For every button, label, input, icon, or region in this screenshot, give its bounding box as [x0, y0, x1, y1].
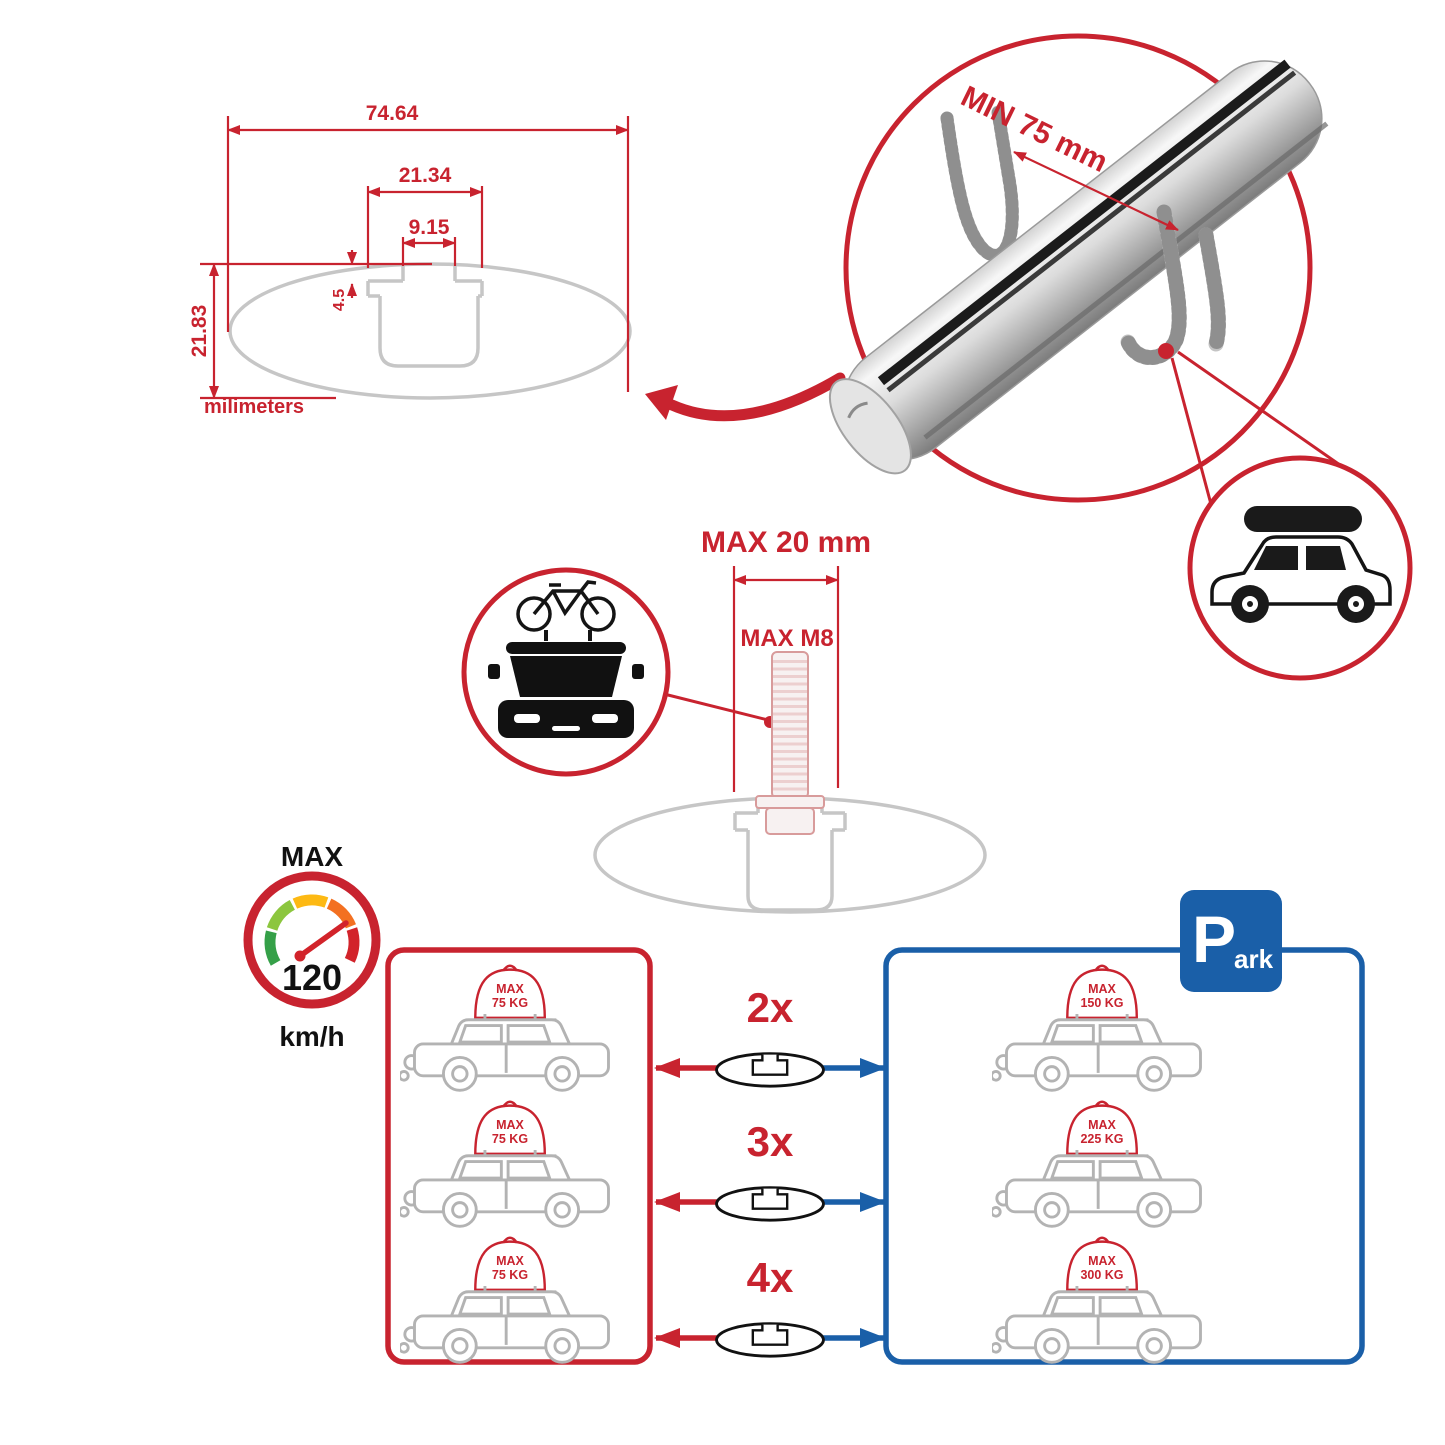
bolt-dim-ext — [732, 566, 840, 792]
speed-max-label: MAX — [281, 841, 344, 872]
row2-multiplier: 3x — [747, 1118, 794, 1165]
parking-sign-icon: P ark — [1180, 890, 1282, 992]
park-letter: P — [1192, 902, 1236, 976]
speed-unit: km/h — [279, 1021, 344, 1052]
inset-circle — [1187, 455, 1413, 681]
curved-arrow-head — [645, 385, 678, 420]
dim-ext-total-height — [200, 262, 432, 400]
units-label: milimeters — [204, 396, 304, 418]
car-with-bike-icon — [488, 580, 644, 738]
t-bolt — [755, 651, 825, 835]
dim-channel-outer: 21.34 — [399, 164, 452, 187]
dim-total-height: 21.83 — [188, 305, 211, 358]
roofbox-inset — [1170, 350, 1413, 681]
dim-lip-depth: 4.5 — [331, 289, 348, 311]
row3-profile-icon — [715, 1322, 825, 1358]
gauge-needle — [297, 920, 349, 959]
row1-multiplier: 2x — [747, 984, 794, 1031]
speed-value: 120 — [282, 957, 342, 998]
callout-dot — [1158, 343, 1174, 359]
bar-end-cap — [828, 378, 912, 475]
driving-cars: MAX 75 KG MAX 75 KG MAX 75 KG — [400, 964, 610, 1364]
car-right-3-load-label: MAX — [1088, 1254, 1116, 1268]
speedometer: MAX 120 km/h — [243, 841, 381, 1052]
car-right-2-load-value: 225 KG — [1080, 1132, 1123, 1146]
gauge-hub — [294, 950, 306, 962]
car-right-1-load-label: MAX — [1088, 982, 1116, 996]
mount-profile-channel — [733, 799, 847, 912]
bolt-diagram: MAX 20 mm MAX M8 — [461, 526, 987, 914]
dim-ext-channel-outer — [366, 186, 484, 268]
capacity-row-1: 2x — [654, 984, 886, 1088]
profile-channel — [366, 266, 484, 368]
car-right-3-load-value: 300 KG — [1080, 1268, 1123, 1282]
curved-pointer-arrow — [645, 372, 846, 422]
gauge-arcs — [264, 894, 360, 966]
u-bolt-rear — [940, 105, 1019, 262]
dim-ext-channel-slot — [401, 237, 457, 266]
bolt-max-thread-label: MAX M8 — [740, 625, 833, 652]
car-left-3-load-value: 75 KG — [492, 1268, 528, 1282]
dim-channel-slot: 9.15 — [409, 216, 450, 239]
car-right-1-load-value: 150 KG — [1080, 996, 1123, 1010]
row3-multiplier: 4x — [747, 1254, 794, 1301]
dim-total-width: 74.64 — [366, 102, 419, 125]
bolt-pointer-line — [663, 692, 769, 722]
bar-closeup: MIN 75 mm — [828, 33, 1329, 503]
parked-cars: MAX 150 KG MAX 225 KG MAX 300 KG — [992, 964, 1202, 1364]
row1-profile-icon — [715, 1052, 825, 1088]
car-left-2-load-label: MAX — [496, 1118, 524, 1132]
dim-ext-total-width — [226, 116, 630, 392]
car-left-3-load-label: MAX — [496, 1254, 524, 1268]
min-span-arrow — [1013, 151, 1179, 231]
profile-dimension-diagram: 74.64 21.34 9.15 4.5 21.83 milimeters — [188, 102, 632, 418]
suv-with-roof-box-icon — [1210, 506, 1392, 623]
car-left-2-load-value: 75 KG — [492, 1132, 528, 1146]
bolt-max-length-label: MAX 20 mm — [701, 526, 871, 559]
car-left-1-load-value: 75 KG — [492, 996, 528, 1010]
capacity-row-2: 3x — [654, 1118, 886, 1222]
profile-ellipse — [228, 262, 632, 400]
car-right-2-load-label: MAX — [1088, 1118, 1116, 1132]
inset-connector-lines — [1170, 350, 1341, 509]
row2-profile-icon — [715, 1186, 825, 1222]
capacity-row-3: 4x — [654, 1254, 886, 1358]
u-bolt-front — [1120, 204, 1226, 365]
car-left-1-load-label: MAX — [496, 982, 524, 996]
capacity-panels: P ark 2x 3x 4x MAX 75 KG MAX — [385, 890, 1365, 1365]
park-suffix: ark — [1234, 944, 1274, 974]
